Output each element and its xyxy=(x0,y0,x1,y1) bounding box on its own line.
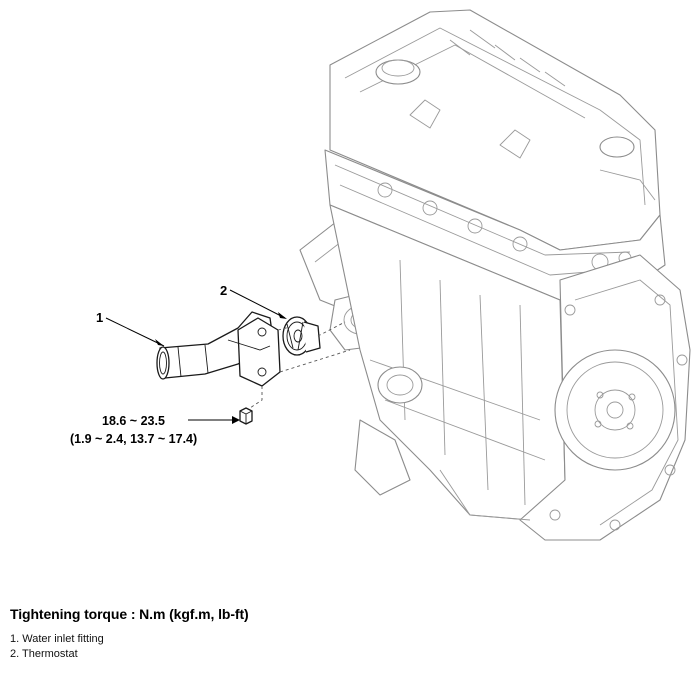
torque-heading: Tightening torque : N.m (kgf.m, lb-ft) xyxy=(10,606,249,622)
callout-number-2: 2 xyxy=(220,283,227,298)
thermostat xyxy=(282,316,321,356)
list-item: 1. Water inlet fitting xyxy=(10,633,104,645)
arrowhead-part2 xyxy=(278,312,287,319)
torque-value-nm: 18.6 ~ 23.5 xyxy=(102,414,165,428)
callout-number-1: 1 xyxy=(96,310,103,325)
alignment-line-bolt xyxy=(249,386,263,409)
leader-line-part1 xyxy=(105,317,165,347)
mounting-bolt xyxy=(239,407,253,425)
torque-value-alt: (1.9 ~ 2.4, 13.7 ~ 17.4) xyxy=(70,432,197,446)
engine-block-illustration xyxy=(299,9,691,541)
alignment-line-lower xyxy=(279,349,351,373)
arrowhead-part1 xyxy=(155,339,164,346)
arrowhead-torque xyxy=(232,416,240,424)
engine-exploded-diagram: 1 2 18.6 ~ 23.5 (1.9 ~ 2.4, 13.7 ~ 17.4) xyxy=(70,9,691,541)
water-inlet-fitting xyxy=(156,311,281,387)
leader-line-part2 xyxy=(229,289,286,319)
list-item: 2. Thermostat xyxy=(10,648,78,660)
legend: Tightening torque : N.m (kgf.m, lb-ft) 1… xyxy=(10,606,249,662)
parts-list: 1. Water inlet fitting 2. Thermostat xyxy=(10,632,249,662)
alignment-line-upper xyxy=(277,321,346,337)
